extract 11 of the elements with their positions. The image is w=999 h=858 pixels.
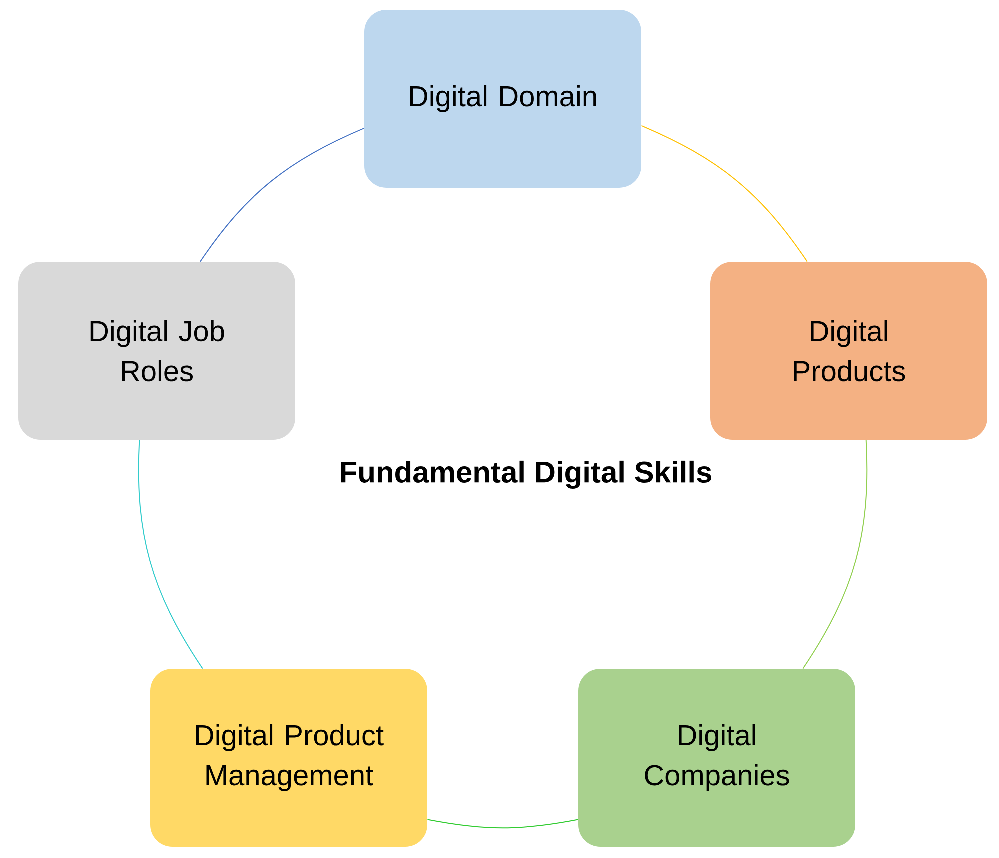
rounded-box: Digital Domain [364,10,642,188]
connector-arc [200,128,365,262]
connector-arc [641,125,808,262]
rounded-box: Digital Job Roles [18,262,296,440]
connector-arc [802,440,868,670]
connector-arc [427,819,579,829]
rounded-box: Digital Companies [578,668,856,847]
connector-arc [138,440,204,670]
rounded-box: Digital Product Management [150,668,428,847]
title: Fundamental Digital Skills [341,460,712,490]
rounded-box: Digital Products [710,262,988,440]
